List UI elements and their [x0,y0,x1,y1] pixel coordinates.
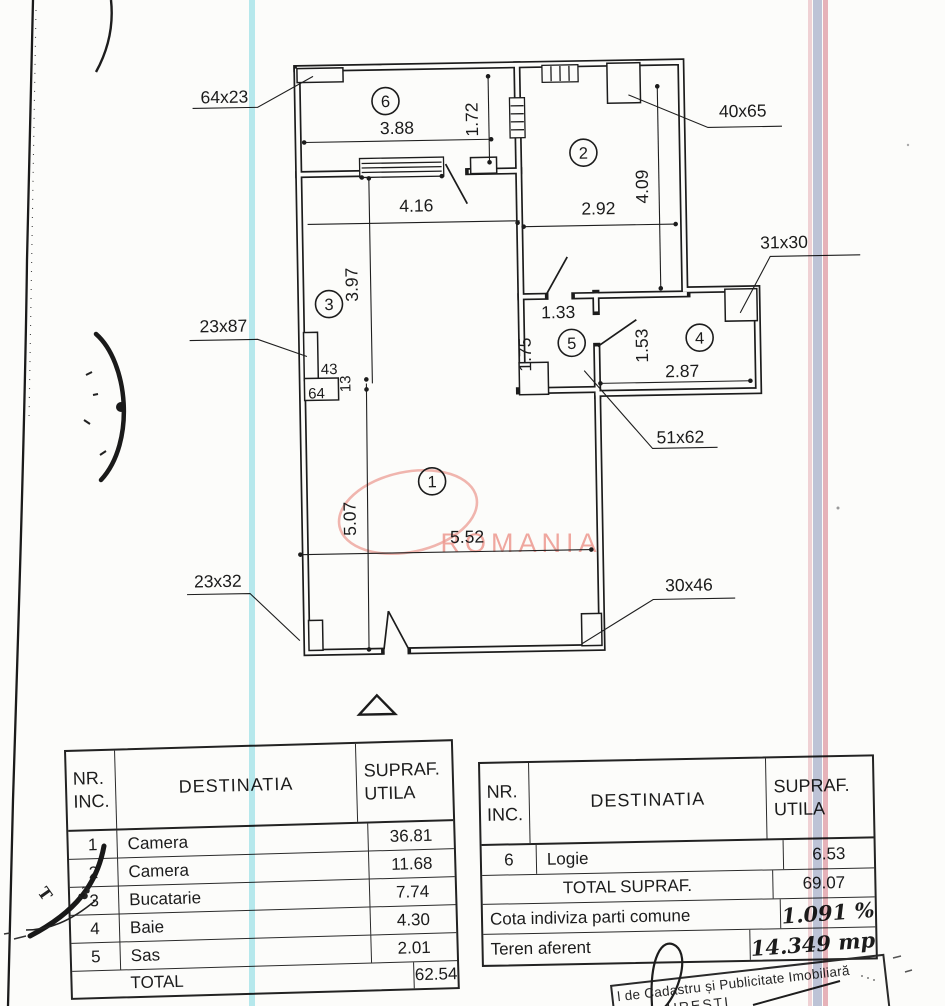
room-1-number: 1 [427,473,437,491]
page-edge-line [6,0,35,1006]
dim-2-87: 2.87 [665,361,699,382]
dim-3-97: 3.97 [341,268,362,302]
door-swings [383,163,637,651]
dim-1-53: 1.53 [631,328,652,362]
label-23x32: 23x32 [194,571,242,592]
leader-lines [187,75,861,645]
dim-2-92: 2.92 [581,198,615,219]
label-51x62: 51x62 [656,427,704,448]
dim-5-07: 5.07 [339,502,360,536]
dim-43: 43 [321,361,338,378]
dim-13: 13 [337,375,354,392]
dim-1-72: 1.72 [462,102,483,136]
dim-4-09: 4.09 [632,169,653,203]
speck [906,143,910,147]
stamp-fragment-1: T [34,883,56,904]
dim-5-52: 5.52 [450,526,484,547]
room-3-number: 3 [324,296,334,314]
room-2-number: 2 [579,145,589,163]
cyan-scan-stripe [249,0,255,1006]
stamp-arc-over-table: T 3 [3,843,107,940]
top-left-mark [94,0,113,73]
dim-1-33: 1.33 [541,302,575,323]
watermark-text: ROMANIA [440,528,601,558]
window-hatches [358,64,579,179]
dim-4-16: 4.16 [399,195,433,216]
speck [836,506,840,510]
blue-scan-stripe [813,0,822,1006]
room-6-number: 6 [381,93,391,111]
pillar-labels: 64x23 40x65 31x30 23x87 51x62 23x32 30x4… [194,86,808,595]
dimension-dots [298,73,753,652]
label-30x46: 30x46 [665,574,713,595]
watermark-swoosh-icon [337,468,479,556]
room-4-number: 4 [695,330,705,348]
label-64x23: 64x23 [200,86,248,107]
label-23x87: 23x87 [199,316,247,337]
signature [650,942,913,1006]
partial-round-stamp [83,331,127,483]
dim-3-88: 3.88 [380,118,414,139]
dim-1-75: 1.75 [515,337,536,371]
room-numbers: 6 2 3 5 4 1 [314,86,714,496]
label-31x30: 31x30 [760,232,808,253]
dimension-labels: 3.88 1.72 4.16 2.92 4.09 3.97 43 13 64 1… [308,102,699,547]
label-40x65: 40x65 [719,100,767,121]
wall-pillars [296,61,759,652]
dimension-lines [300,76,751,650]
red-scan-stripe-left [808,0,812,1006]
red-scan-stripe-right [823,0,828,1006]
room-5-number: 5 [567,335,577,353]
entrance-triangle-icon [356,693,398,716]
dim-64: 64 [308,385,325,402]
